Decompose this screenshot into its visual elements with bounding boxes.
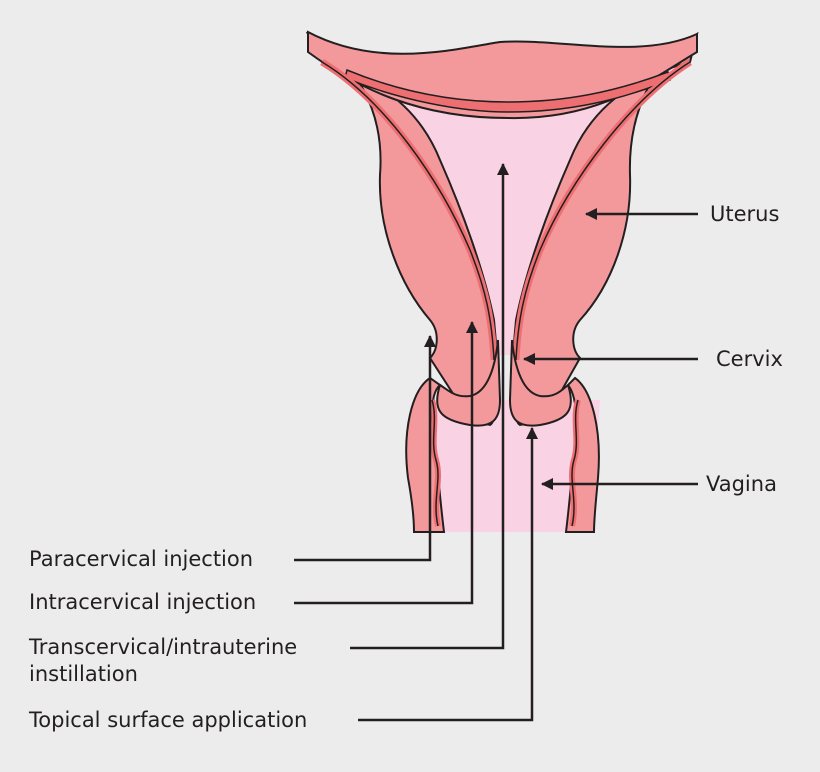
topical-route-arrow: [358, 427, 538, 722]
transcervical-route-arrow: [350, 163, 509, 650]
transcervical-label-line2: instillation: [29, 662, 138, 686]
intracervical-label: Intracervical injection: [29, 590, 257, 614]
paracervical-route-arrow: [294, 335, 436, 562]
vagina-label: Vagina: [706, 472, 777, 496]
cervix-label: Cervix: [716, 347, 783, 371]
paracervical-label: Paracervical injection: [29, 547, 254, 571]
uterine-wall-right: [511, 31, 699, 427]
transcervical-label-line1: Transcervical/intrauterine: [29, 635, 298, 659]
cervix-lip-left: [436, 339, 502, 427]
intracervical-route-arrow: [294, 321, 478, 605]
cervix-lip-right: [508, 339, 572, 427]
fundus-inner: [344, 68, 671, 113]
uterine-wall-left: [305, 31, 499, 427]
vaginal-lumen: [418, 400, 600, 532]
uterus-label: Uterus: [710, 202, 780, 226]
topical-label: Topical surface application: [29, 708, 308, 732]
